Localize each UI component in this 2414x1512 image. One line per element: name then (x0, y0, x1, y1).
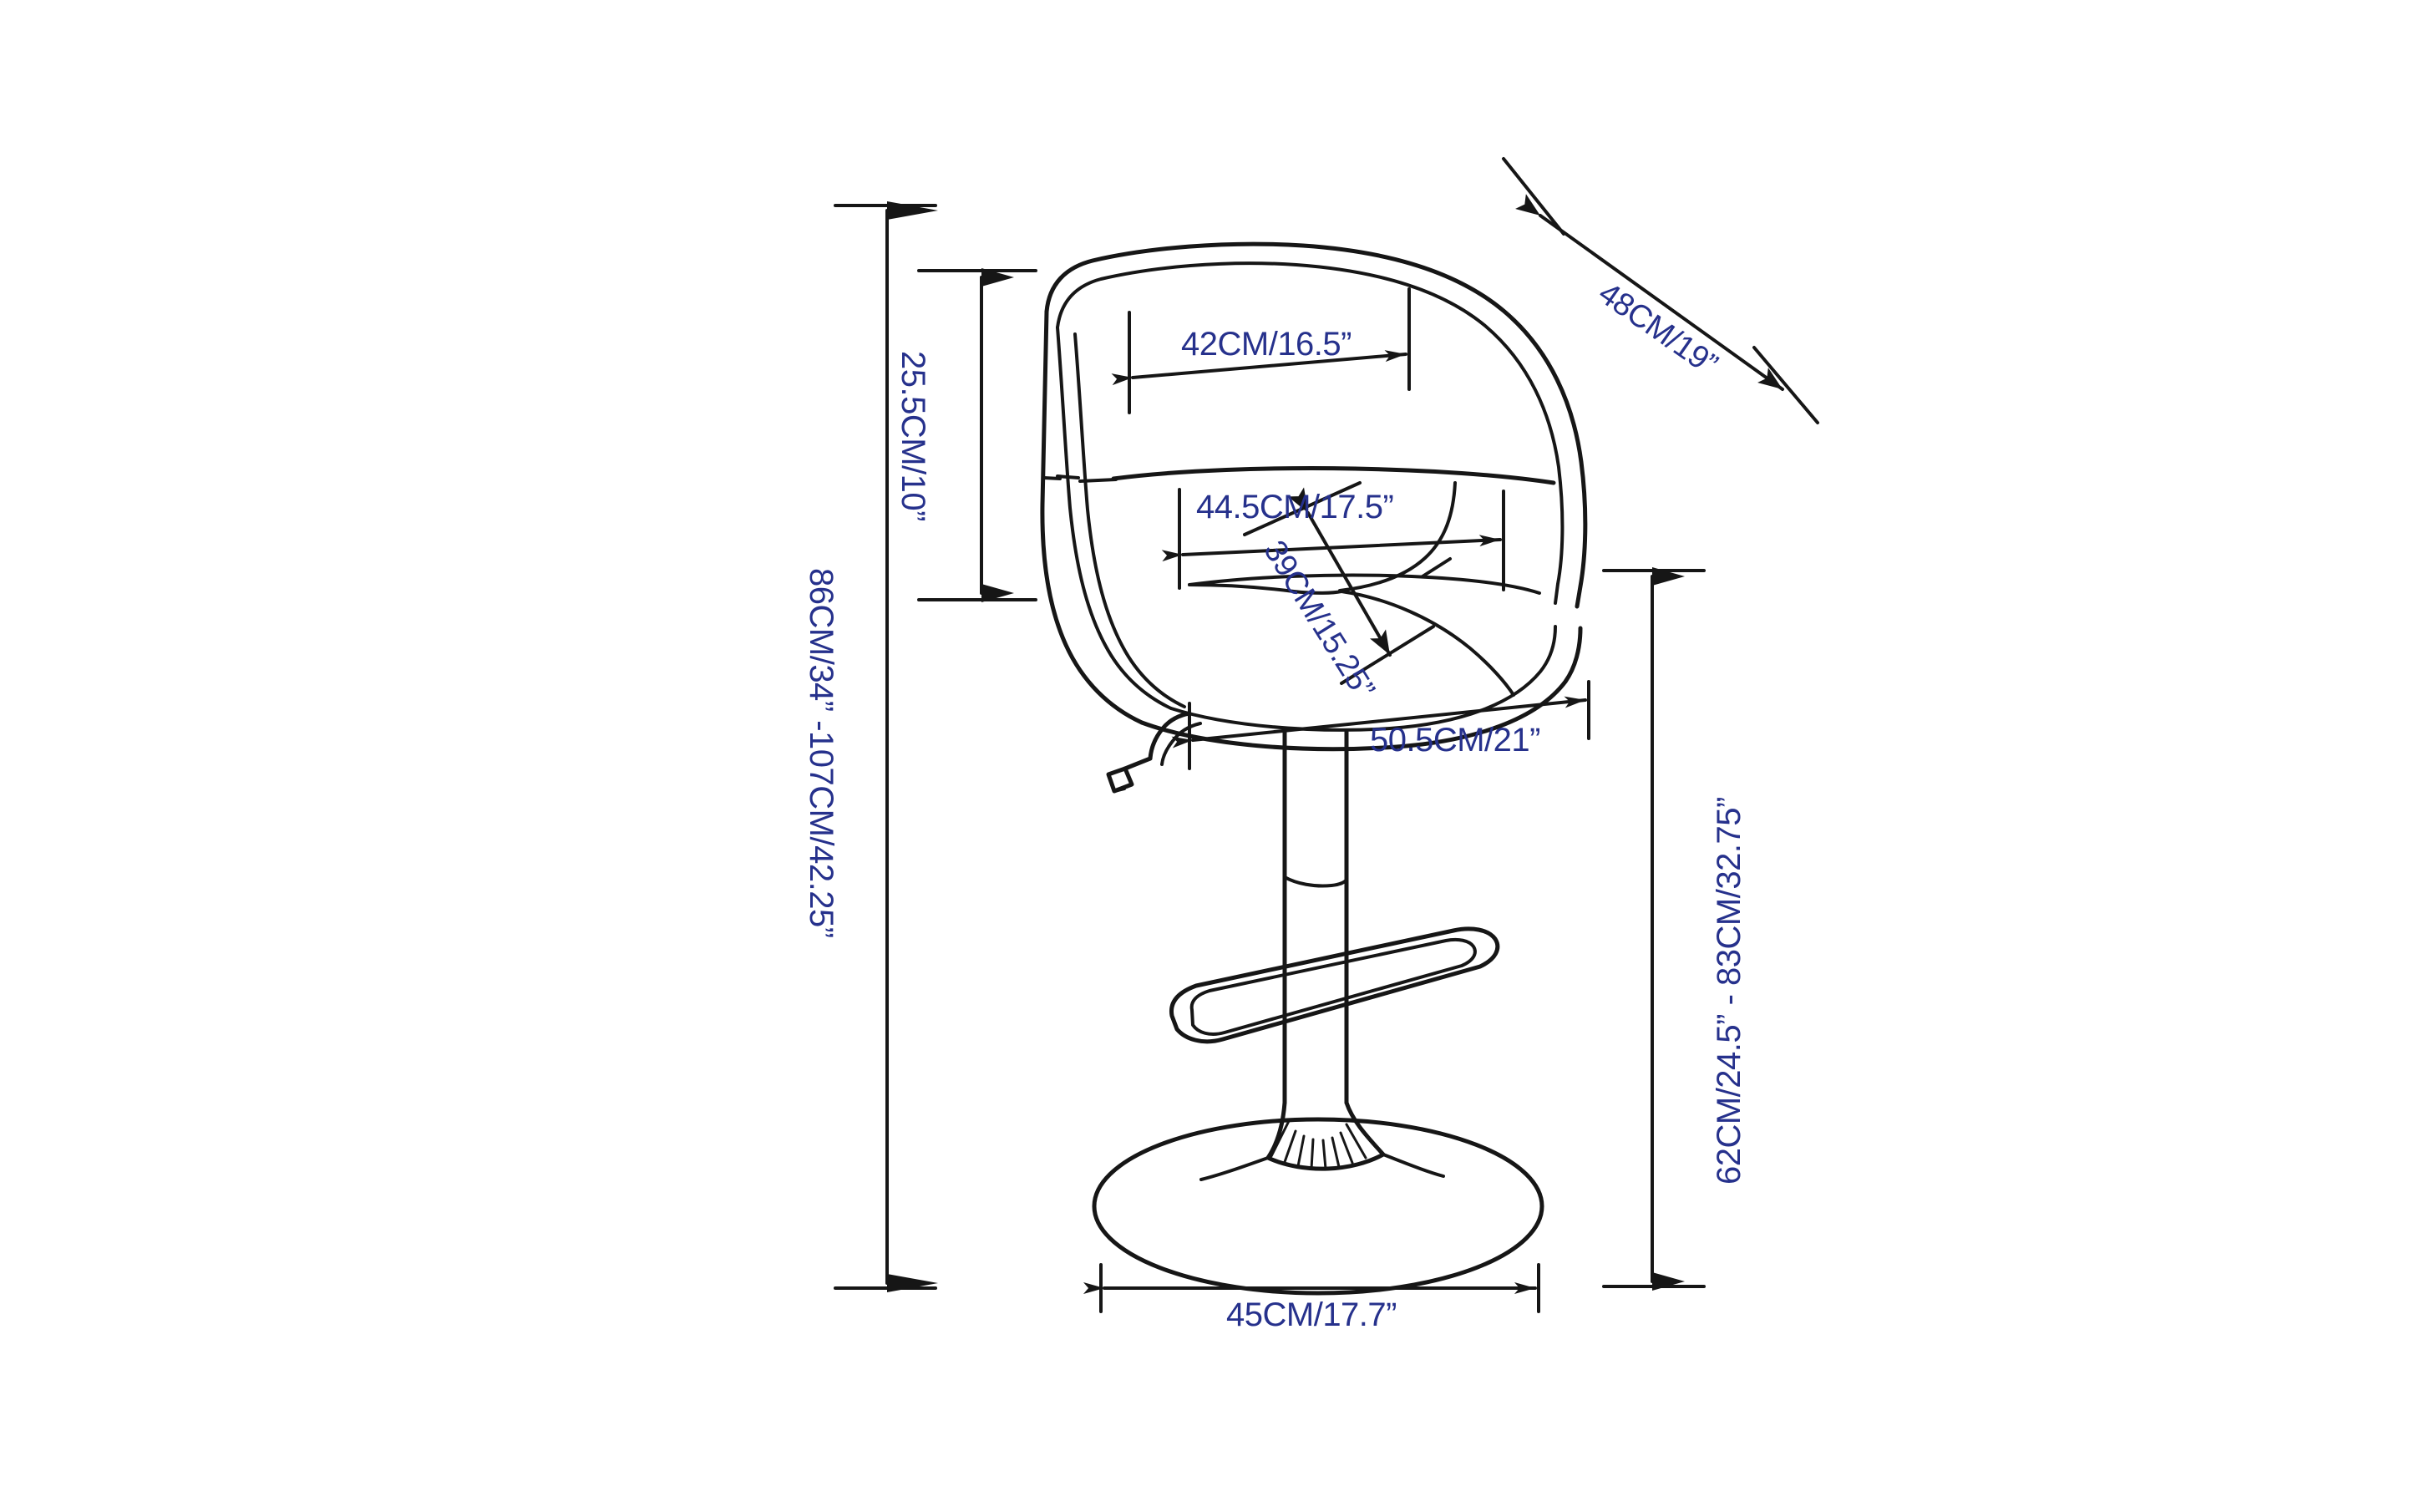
dimension-label-seat-width: 44.5CM/17.5” (1196, 489, 1394, 525)
dimension-label-overall-height-range: 86CM/34” -107CM/42.25” (803, 568, 839, 938)
dimension-label-seat-height-range: 62CM/24.5” - 83CM/32.75” (1711, 797, 1747, 1185)
dimension-label-backrest-height: 25.5CM/10” (895, 351, 931, 521)
dimension-label-base-span: 50.5CM/21” (1370, 722, 1540, 759)
dimension-label-backrest-width: 42CM/16.5” (1181, 326, 1352, 363)
dimension-label-base-diameter: 45CM/17.7” (1226, 1296, 1397, 1333)
